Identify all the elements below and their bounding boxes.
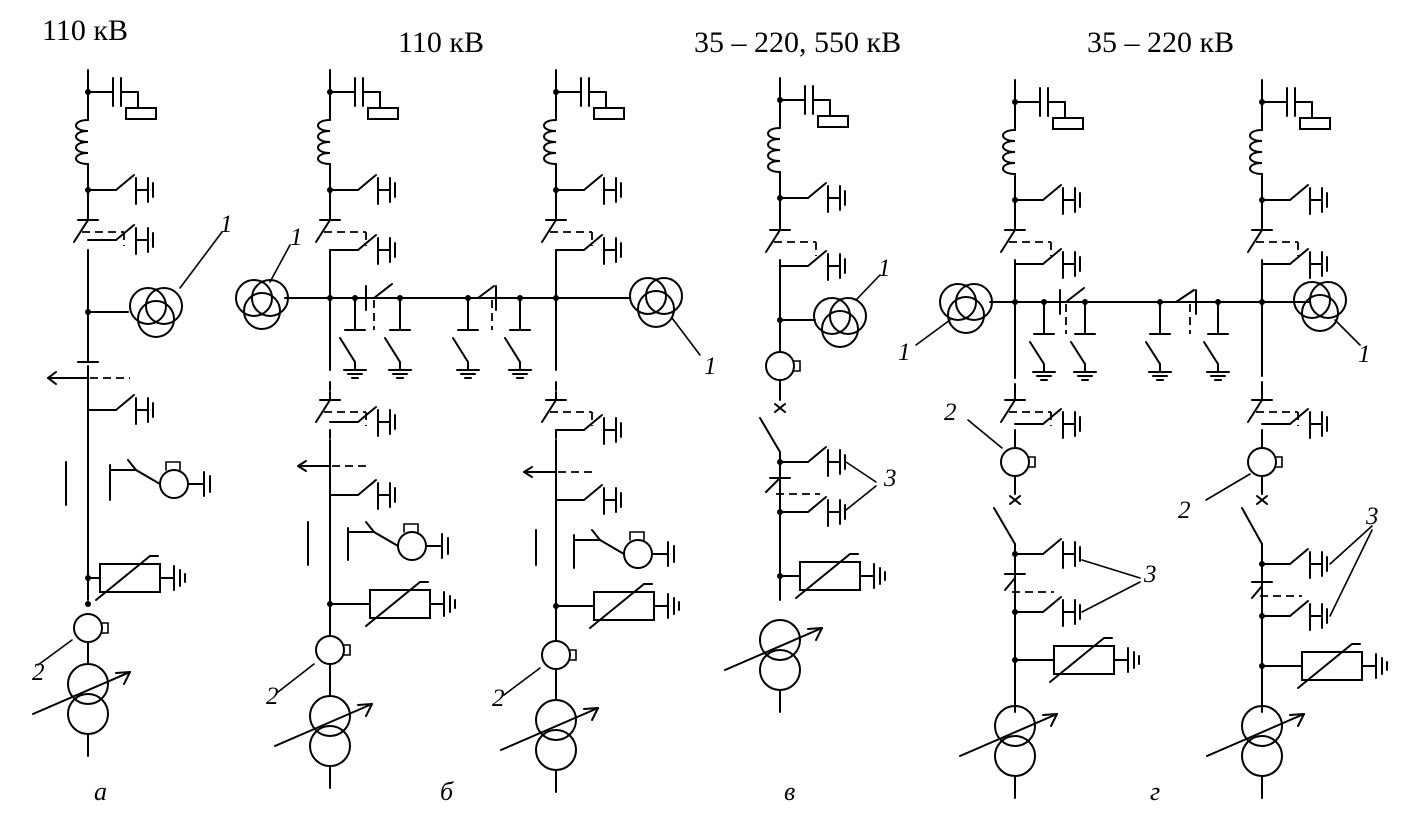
label-3-scheme-g-left: 3: [1143, 561, 1157, 588]
voltage-label-v: 35 – 220, 550 кВ: [694, 26, 901, 59]
label-2-scheme-b-right: 2: [492, 685, 505, 712]
label-2-scheme-a: 2: [32, 659, 45, 686]
caption-g: г: [1150, 777, 1160, 806]
label-1-scheme-a: 1: [220, 211, 233, 238]
label-1-scheme-b-left: 1: [290, 224, 303, 251]
label-3-scheme-v: 3: [883, 465, 897, 492]
label-3-scheme-g-right: 3: [1365, 503, 1379, 530]
label-1-scheme-g-right: 1: [1358, 341, 1371, 368]
scheme-a: 2 1: [32, 69, 233, 757]
scheme-g: 1 1 2 3 2: [898, 79, 1388, 799]
label-1-scheme-g-left: 1: [898, 339, 911, 366]
label-2-scheme-b-left: 2: [266, 683, 279, 710]
scheme-b: 1 1 2: [235, 69, 717, 793]
voltage-label-b: 110 кВ: [398, 26, 484, 59]
caption-a: а: [94, 777, 107, 806]
label-2-scheme-g-right: 2: [1178, 497, 1191, 524]
label-1-scheme-v: 1: [878, 255, 891, 282]
label-2-scheme-g-left: 2: [944, 399, 957, 426]
caption-b: б: [440, 777, 454, 806]
caption-v: в: [784, 777, 795, 806]
scheme-v: 1 3: [724, 77, 897, 713]
voltage-label-g: 35 – 220 кВ: [1087, 26, 1234, 59]
label-1-scheme-b-right: 1: [704, 353, 717, 380]
voltage-label-a: 110 кВ: [42, 14, 128, 47]
